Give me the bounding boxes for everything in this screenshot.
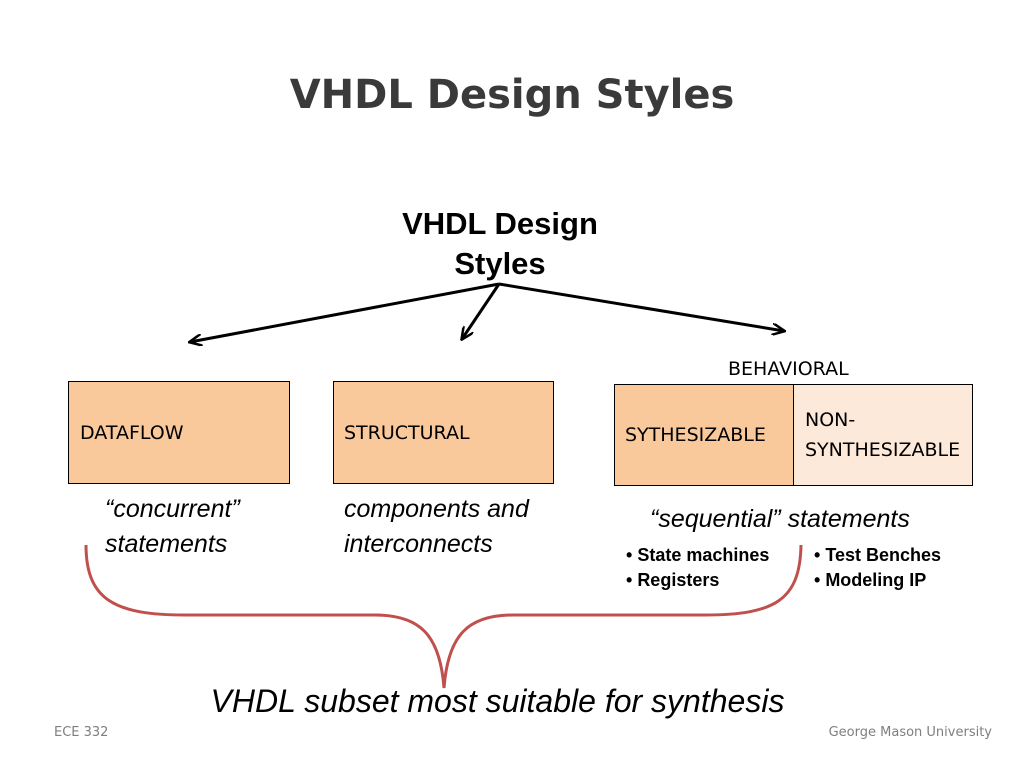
root-label: VHDL Design Styles bbox=[370, 204, 630, 284]
behavioral-label: BEHAVIORAL bbox=[728, 358, 849, 380]
root-label-line2: Styles bbox=[454, 246, 546, 281]
slide-title: VHDL Design Styles bbox=[289, 72, 735, 118]
non-synth-line2: SYNTHESIZABLE bbox=[805, 439, 961, 461]
non-synthesizable-bullet-list: Test Benches Modeling IP bbox=[814, 543, 941, 593]
structural-caption: components and interconnects bbox=[344, 492, 529, 562]
arrow-to-dataflow bbox=[190, 282, 500, 342]
structural-caption-line1: components and bbox=[344, 495, 529, 523]
bullet-item: Modeling IP bbox=[814, 568, 941, 593]
bullet-item: State machines bbox=[626, 543, 769, 568]
footer-university: George Mason University bbox=[828, 725, 992, 740]
dataflow-caption-line1: “concurrent” bbox=[105, 495, 240, 523]
non-synthesizable-box: NON- SYNTHESIZABLE bbox=[793, 384, 973, 486]
synthesis-brace bbox=[84, 544, 803, 689]
dataflow-box: DATAFLOW bbox=[68, 381, 290, 484]
non-synth-line1: NON- bbox=[805, 409, 856, 431]
structural-label: STRUCTURAL bbox=[344, 421, 470, 444]
footer-course: ECE 332 bbox=[54, 725, 109, 740]
non-synthesizable-label: NON- SYNTHESIZABLE bbox=[805, 405, 960, 465]
arrow-to-behavioral bbox=[498, 282, 784, 331]
synthesizable-label: SYTHESIZABLE bbox=[625, 424, 766, 446]
structural-caption-line2: interconnects bbox=[344, 530, 493, 558]
dataflow-label: DATAFLOW bbox=[80, 421, 184, 444]
synthesis-subset-caption: VHDL subset most suitable for synthesis bbox=[210, 683, 785, 719]
dataflow-caption: “concurrent” statements bbox=[105, 492, 240, 562]
root-label-line1: VHDL Design bbox=[402, 206, 598, 241]
structural-box: STRUCTURAL bbox=[333, 381, 554, 484]
synthesizable-box: SYTHESIZABLE bbox=[614, 384, 794, 486]
dataflow-caption-line2: statements bbox=[105, 530, 228, 558]
arrow-to-structural bbox=[462, 283, 501, 339]
behavioral-caption: “sequential” statements bbox=[650, 505, 910, 533]
synthesizable-bullet-list: State machines Registers bbox=[626, 543, 769, 593]
bullet-item: Test Benches bbox=[814, 543, 941, 568]
bullet-item: Registers bbox=[626, 568, 769, 593]
